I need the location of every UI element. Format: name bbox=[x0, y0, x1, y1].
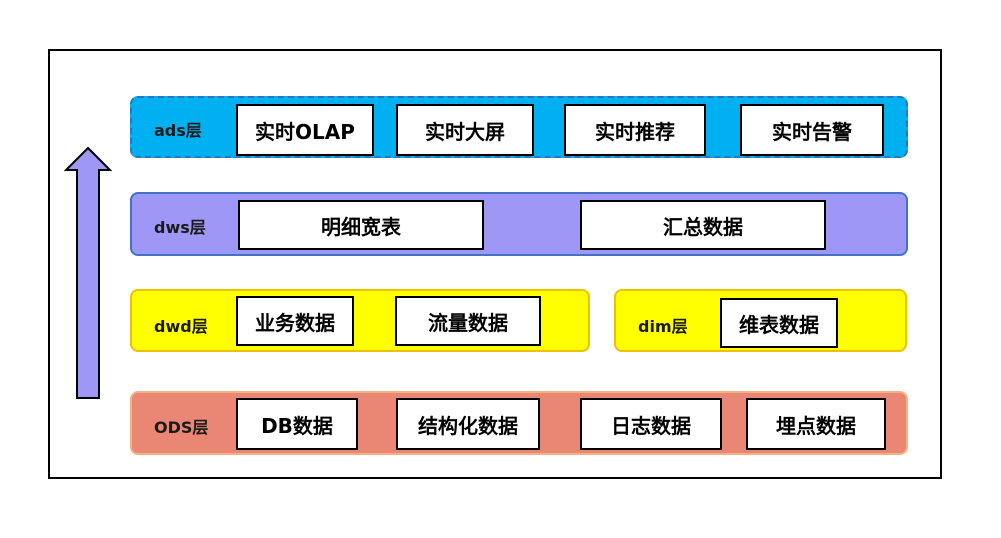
box-log-data: 日志数据 bbox=[580, 398, 722, 450]
box-db-data: DB数据 bbox=[236, 398, 358, 450]
box-detail-wide-table: 明细宽表 bbox=[238, 200, 484, 250]
box-realtime-recommend: 实时推荐 bbox=[564, 104, 706, 156]
box-tracking-data: 埋点数据 bbox=[746, 398, 886, 450]
layer-dwd: dwd层 业务数据 流量数据 bbox=[130, 289, 590, 352]
layer-label-ads: ads层 bbox=[154, 121, 202, 140]
box-realtime-dashboard: 实时大屏 bbox=[396, 104, 534, 156]
layer-label-dws: dws层 bbox=[154, 218, 206, 237]
box-dimension-data: 维表数据 bbox=[720, 298, 838, 348]
layer-label-dim: dim层 bbox=[638, 317, 688, 336]
box-realtime-alert: 实时告警 bbox=[740, 104, 884, 156]
box-summary-data: 汇总数据 bbox=[580, 200, 826, 250]
layer-ods: ODS层 DB数据 结构化数据 日志数据 埋点数据 bbox=[130, 391, 908, 455]
layer-dws: dws层 明细宽表 汇总数据 bbox=[130, 192, 908, 256]
box-realtime-olap: 实时OLAP bbox=[236, 104, 374, 156]
layer-label-dwd: dwd层 bbox=[154, 317, 208, 336]
up-arrow-icon bbox=[64, 146, 112, 399]
layer-label-ods: ODS层 bbox=[154, 418, 209, 437]
layer-ads: ads层 实时OLAP 实时大屏 实时推荐 实时告警 bbox=[130, 96, 908, 158]
layer-dim: dim层 维表数据 bbox=[614, 289, 907, 352]
box-business-data: 业务数据 bbox=[236, 296, 354, 346]
box-structured-data: 结构化数据 bbox=[396, 398, 540, 450]
box-traffic-data: 流量数据 bbox=[395, 296, 541, 346]
